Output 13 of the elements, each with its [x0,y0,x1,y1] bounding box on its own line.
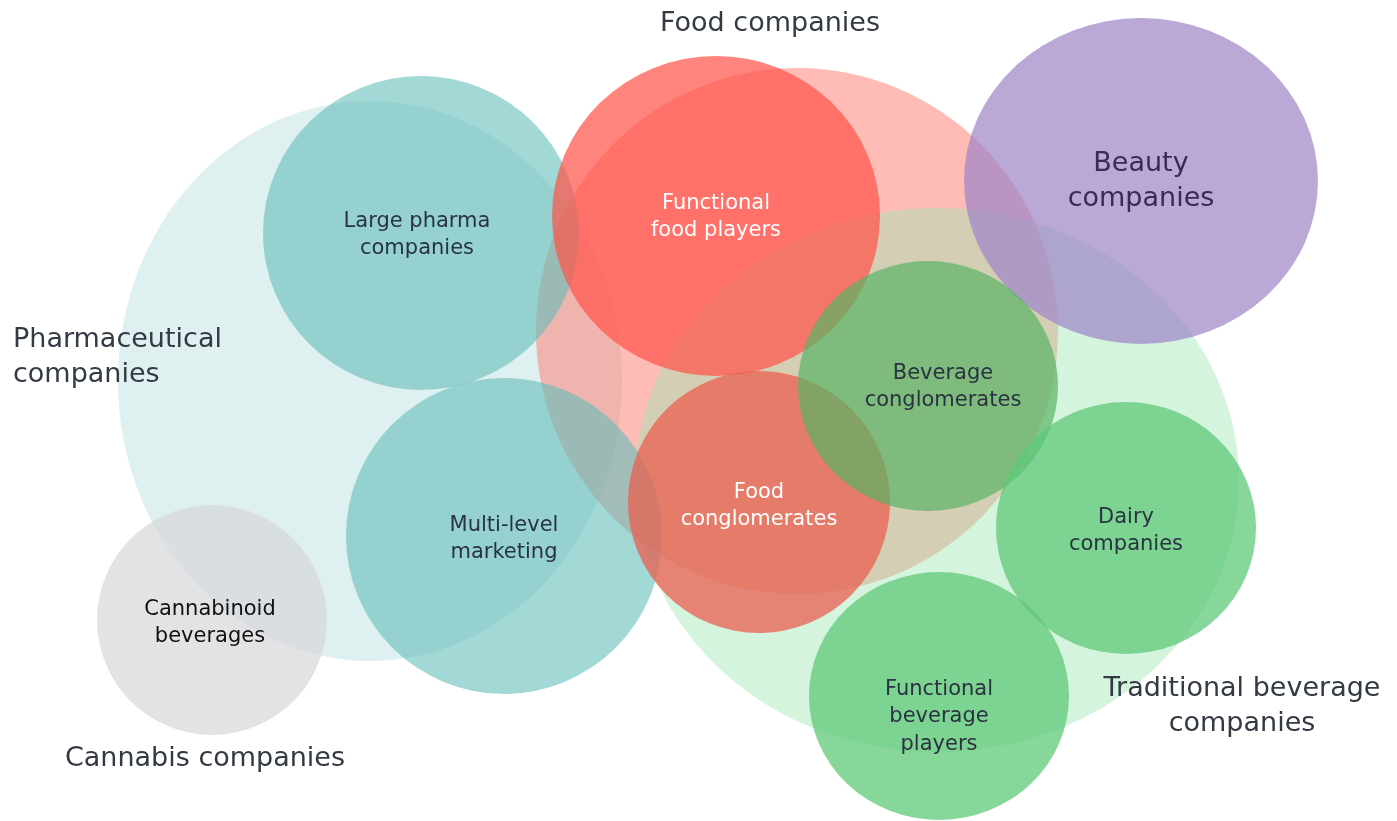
segment-label: Dairy companies [1067,502,1185,557]
segment-label: Functional beverage players [884,675,994,757]
segment-label: Large pharma companies [342,206,492,261]
group-label: Pharmaceutical companies [13,320,223,390]
segment-label: Beverage conglomerates [863,358,1023,413]
group-label: Cannabis companies [63,740,347,775]
segment-label: Functional food players [649,188,783,243]
group-label: Traditional beverage companies [1102,669,1382,739]
segment-label: Food conglomerates [679,477,839,532]
segment-label: Multi-level marketing [448,510,560,565]
segment-label: Cannabinoid beverages [143,594,277,649]
group-label: Beauty companies [1066,144,1216,214]
group-label: Food companies [659,5,881,40]
